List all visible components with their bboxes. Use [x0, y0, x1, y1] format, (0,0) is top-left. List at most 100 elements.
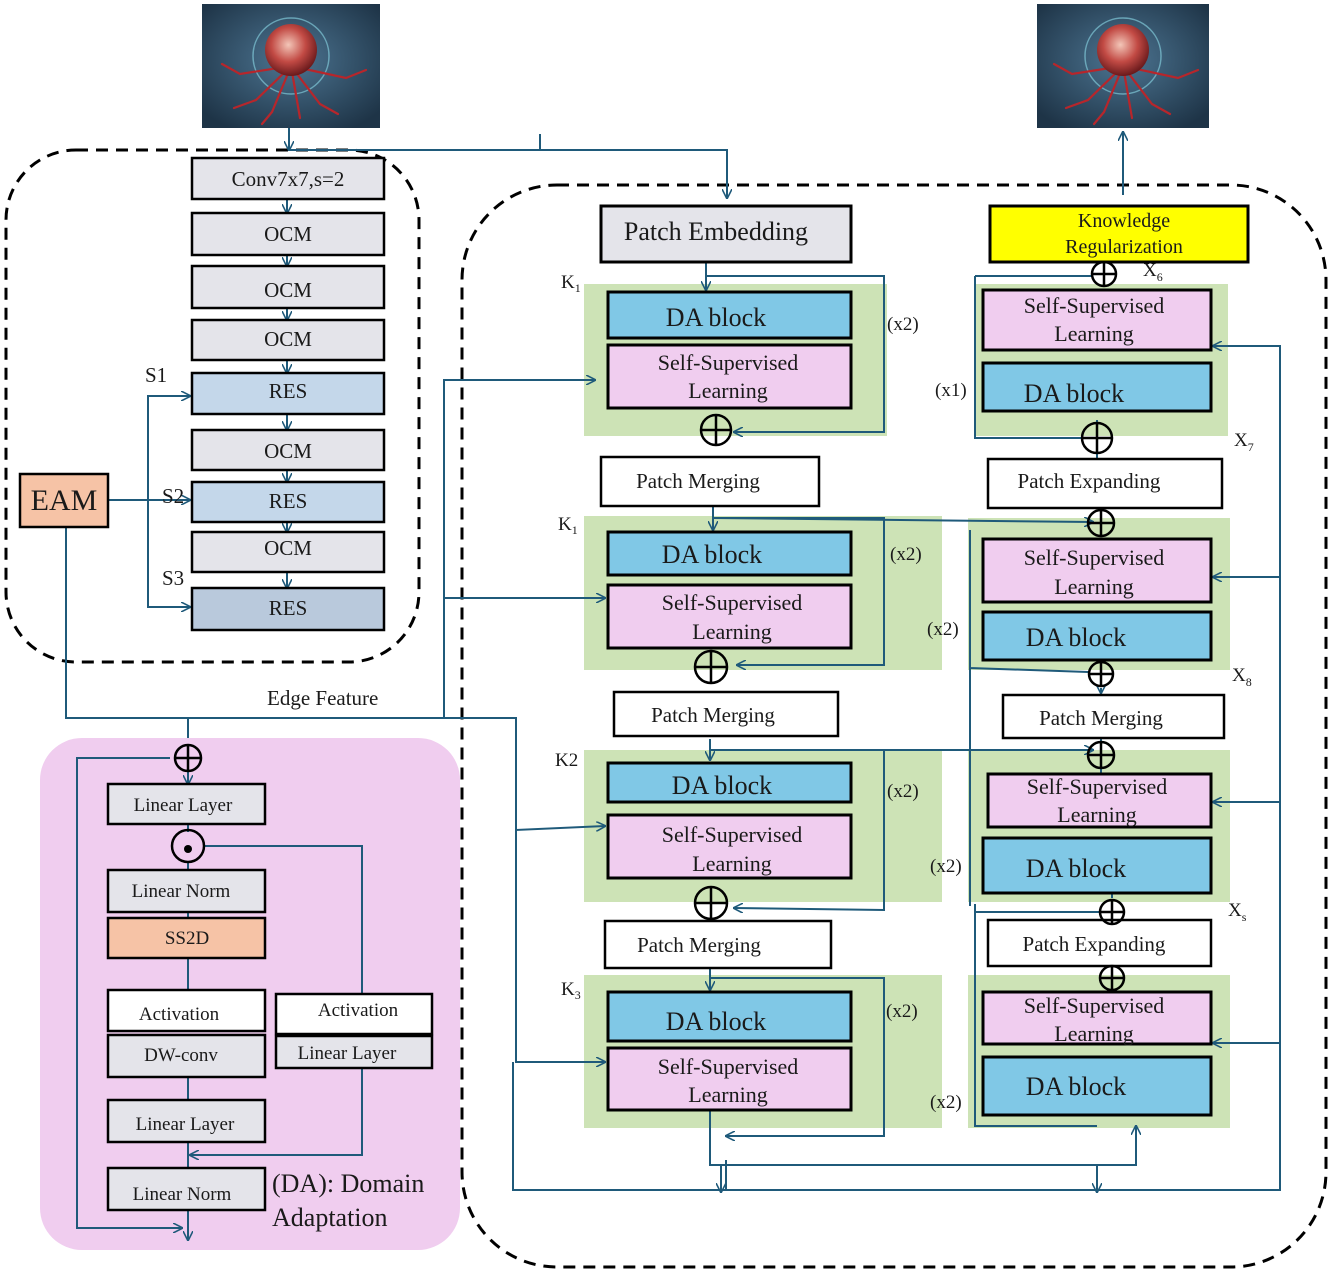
- dec1-da-label: DA block: [1024, 379, 1124, 408]
- dec2-repeat-label: (x2): [927, 619, 959, 640]
- da-ss2d: [106, 916, 267, 960]
- ocm-box-2: [190, 264, 386, 310]
- add-node-dec-3: [1086, 740, 1116, 770]
- dec3-da-label: DA block: [1026, 854, 1126, 883]
- enc4-repeat-label: (x2): [886, 1001, 918, 1022]
- x7-label: X7: [1234, 430, 1254, 454]
- dec1-repeat-label: (x1): [935, 380, 967, 401]
- da-linear-layer-1: [106, 782, 267, 826]
- patch-embedding-box: [599, 204, 853, 264]
- add-node-enc3: [693, 885, 729, 921]
- enc2-da-label: DA block: [662, 540, 762, 569]
- enc2-da-block: [606, 530, 853, 577]
- patch-merging-2: [612, 690, 840, 738]
- enc1-repeat-label: (x2): [887, 314, 919, 335]
- dec1-da-block: [981, 361, 1213, 413]
- patch-merging-1-label: Patch Merging: [636, 469, 760, 493]
- patch-embedding-label: Patch Embedding: [624, 217, 808, 246]
- add-node-enc2: [693, 649, 729, 685]
- add-node-dec-x6: [1090, 260, 1118, 288]
- da-panel-contents: Linear Layer Linear Norm SS2D Activation…: [76, 743, 434, 1240]
- da-linear-layer-3: [106, 1098, 267, 1144]
- patch-merging-1: [599, 455, 821, 508]
- da-linear-layer-3-label: Linear Layer: [136, 1114, 235, 1135]
- dec1-ssl-block: [981, 288, 1213, 352]
- dec2-da-label: DA block: [1026, 623, 1126, 652]
- ocm-box-1: [190, 211, 386, 257]
- enc1-ssl-line2: Learning: [688, 378, 767, 403]
- da-dw-conv-label: DW-conv: [144, 1045, 218, 1066]
- enc3-ssl-line2: Learning: [692, 851, 771, 876]
- ocm-label-1: OCM: [264, 222, 312, 246]
- eam-label: EAM: [31, 484, 98, 517]
- add-node-dec-x7: [1080, 421, 1114, 455]
- patch-merging-3-label: Patch Merging: [637, 933, 761, 957]
- enc4-ssl-line1: Self-Supervised: [658, 1054, 799, 1079]
- x8-label: X8: [1232, 665, 1252, 689]
- add-node-dec-2: [1086, 508, 1116, 538]
- da-caption-line2: Adaptation: [272, 1203, 388, 1232]
- da-linear-layer-2-label: Linear Layer: [298, 1043, 397, 1064]
- knowledge-regularization-box: [988, 204, 1250, 264]
- dec1-ssl-line2: Learning: [1054, 321, 1133, 346]
- x6-label: X6: [1143, 260, 1163, 284]
- da-caption-line1: (DA): Domain: [272, 1169, 424, 1198]
- k1-label-b: K1: [558, 514, 578, 537]
- ocm-label-5: OCM: [264, 536, 312, 560]
- dec3-ssl-block: [986, 772, 1213, 829]
- connector-lines: [65, 128, 1281, 1192]
- enc2-ssl-line1: Self-Supervised: [662, 590, 803, 615]
- ocm-box-3: [190, 318, 386, 362]
- ocm-label-2: OCM: [264, 278, 312, 302]
- enc4-da-block: [606, 990, 853, 1043]
- dec1-ssl-line1: Self-Supervised: [1024, 293, 1165, 318]
- enc3-ssl-line1: Self-Supervised: [662, 822, 803, 847]
- s1-label: S1: [145, 363, 167, 387]
- add-nodes: [693, 260, 1126, 992]
- da-add-node: [173, 743, 203, 773]
- dec3-ssl-line2: Learning: [1057, 802, 1136, 827]
- eam-box: [18, 472, 110, 529]
- enc2-ssl-block: [606, 583, 853, 650]
- res-box-3: [190, 586, 386, 632]
- output-tumor-image: [1037, 4, 1209, 128]
- enc2-ssl-line2: Learning: [692, 619, 771, 644]
- dec4-ssl-block: [981, 990, 1213, 1046]
- s2-label: S2: [162, 484, 184, 508]
- ocm-box-4: [190, 428, 386, 472]
- res-box-1: [190, 371, 386, 416]
- decoder-column: Self-Supervised Learning DA block (x1) P…: [927, 260, 1254, 1117]
- k3-label: K3: [561, 979, 581, 1002]
- da-linear-norm-2-label: Linear Norm: [133, 1184, 232, 1205]
- ocm-label-3: OCM: [264, 327, 312, 351]
- conv-box: [190, 156, 386, 201]
- enc1-ssl-block: [606, 343, 853, 410]
- dec4-repeat-label: (x2): [930, 1092, 962, 1113]
- patch-expanding-2: [986, 918, 1213, 968]
- input-tumor-image: [202, 4, 380, 128]
- enc4-ssl-line2: Learning: [688, 1082, 767, 1107]
- k2-label: K2: [555, 750, 578, 771]
- dec4-ssl-line1: Self-Supervised: [1024, 993, 1165, 1018]
- conv-label: Conv7x7,s=2: [232, 167, 345, 191]
- dec4-da-label: DA block: [1026, 1072, 1126, 1101]
- da-dw-conv: [106, 1033, 267, 1079]
- res-label-1: RES: [269, 379, 308, 403]
- da-multiply-node: [170, 828, 206, 864]
- enc1-da-block: [606, 290, 853, 340]
- da-activation-1-label: Activation: [139, 1004, 220, 1025]
- enc3-da-block: [606, 761, 853, 804]
- dec3-ssl-line1: Self-Supervised: [1027, 774, 1168, 799]
- dec3-repeat-label: (x2): [930, 856, 962, 877]
- da-linear-norm-1: [106, 868, 267, 914]
- dec2-ssl-line1: Self-Supervised: [1024, 545, 1165, 570]
- dec2-da-block: [981, 610, 1213, 662]
- enc3-da-label: DA block: [672, 771, 772, 800]
- patch-merging-3: [603, 919, 833, 970]
- unet-dashed-region: [460, 183, 1328, 1269]
- enc4-da-label: DA block: [666, 1007, 766, 1036]
- da-linear-layer-1-label: Linear Layer: [134, 795, 233, 816]
- s3-label: S3: [162, 566, 184, 590]
- patch-expanding-1: [986, 457, 1224, 510]
- da-linear-norm-1-label: Linear Norm: [132, 881, 231, 902]
